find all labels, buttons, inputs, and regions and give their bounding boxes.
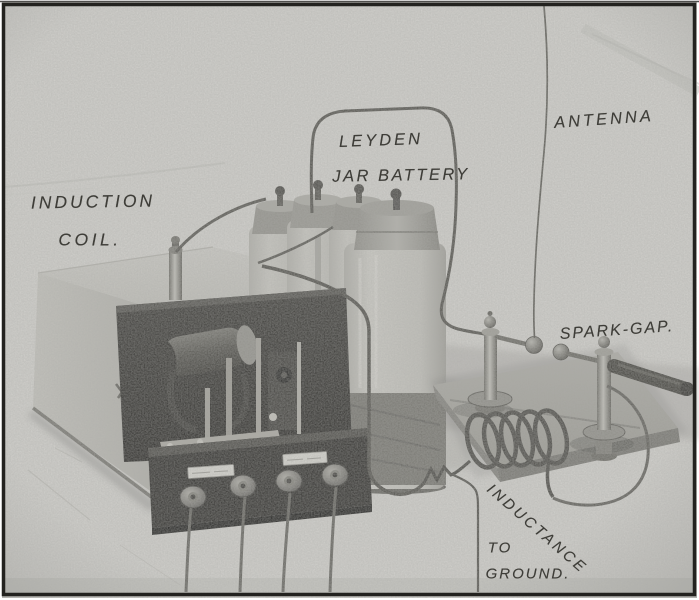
label-ground-line1: TO bbox=[487, 539, 513, 557]
label-induction-coil-line1: INDUCTION bbox=[30, 190, 156, 213]
label-leyden-line2: JAR BATTERY bbox=[332, 165, 470, 186]
label-induction-coil-line2: COIL. bbox=[58, 229, 122, 250]
label-leyden-line1: LEYDEN bbox=[338, 130, 424, 151]
label-ground-line2: GROUND. bbox=[485, 565, 571, 583]
